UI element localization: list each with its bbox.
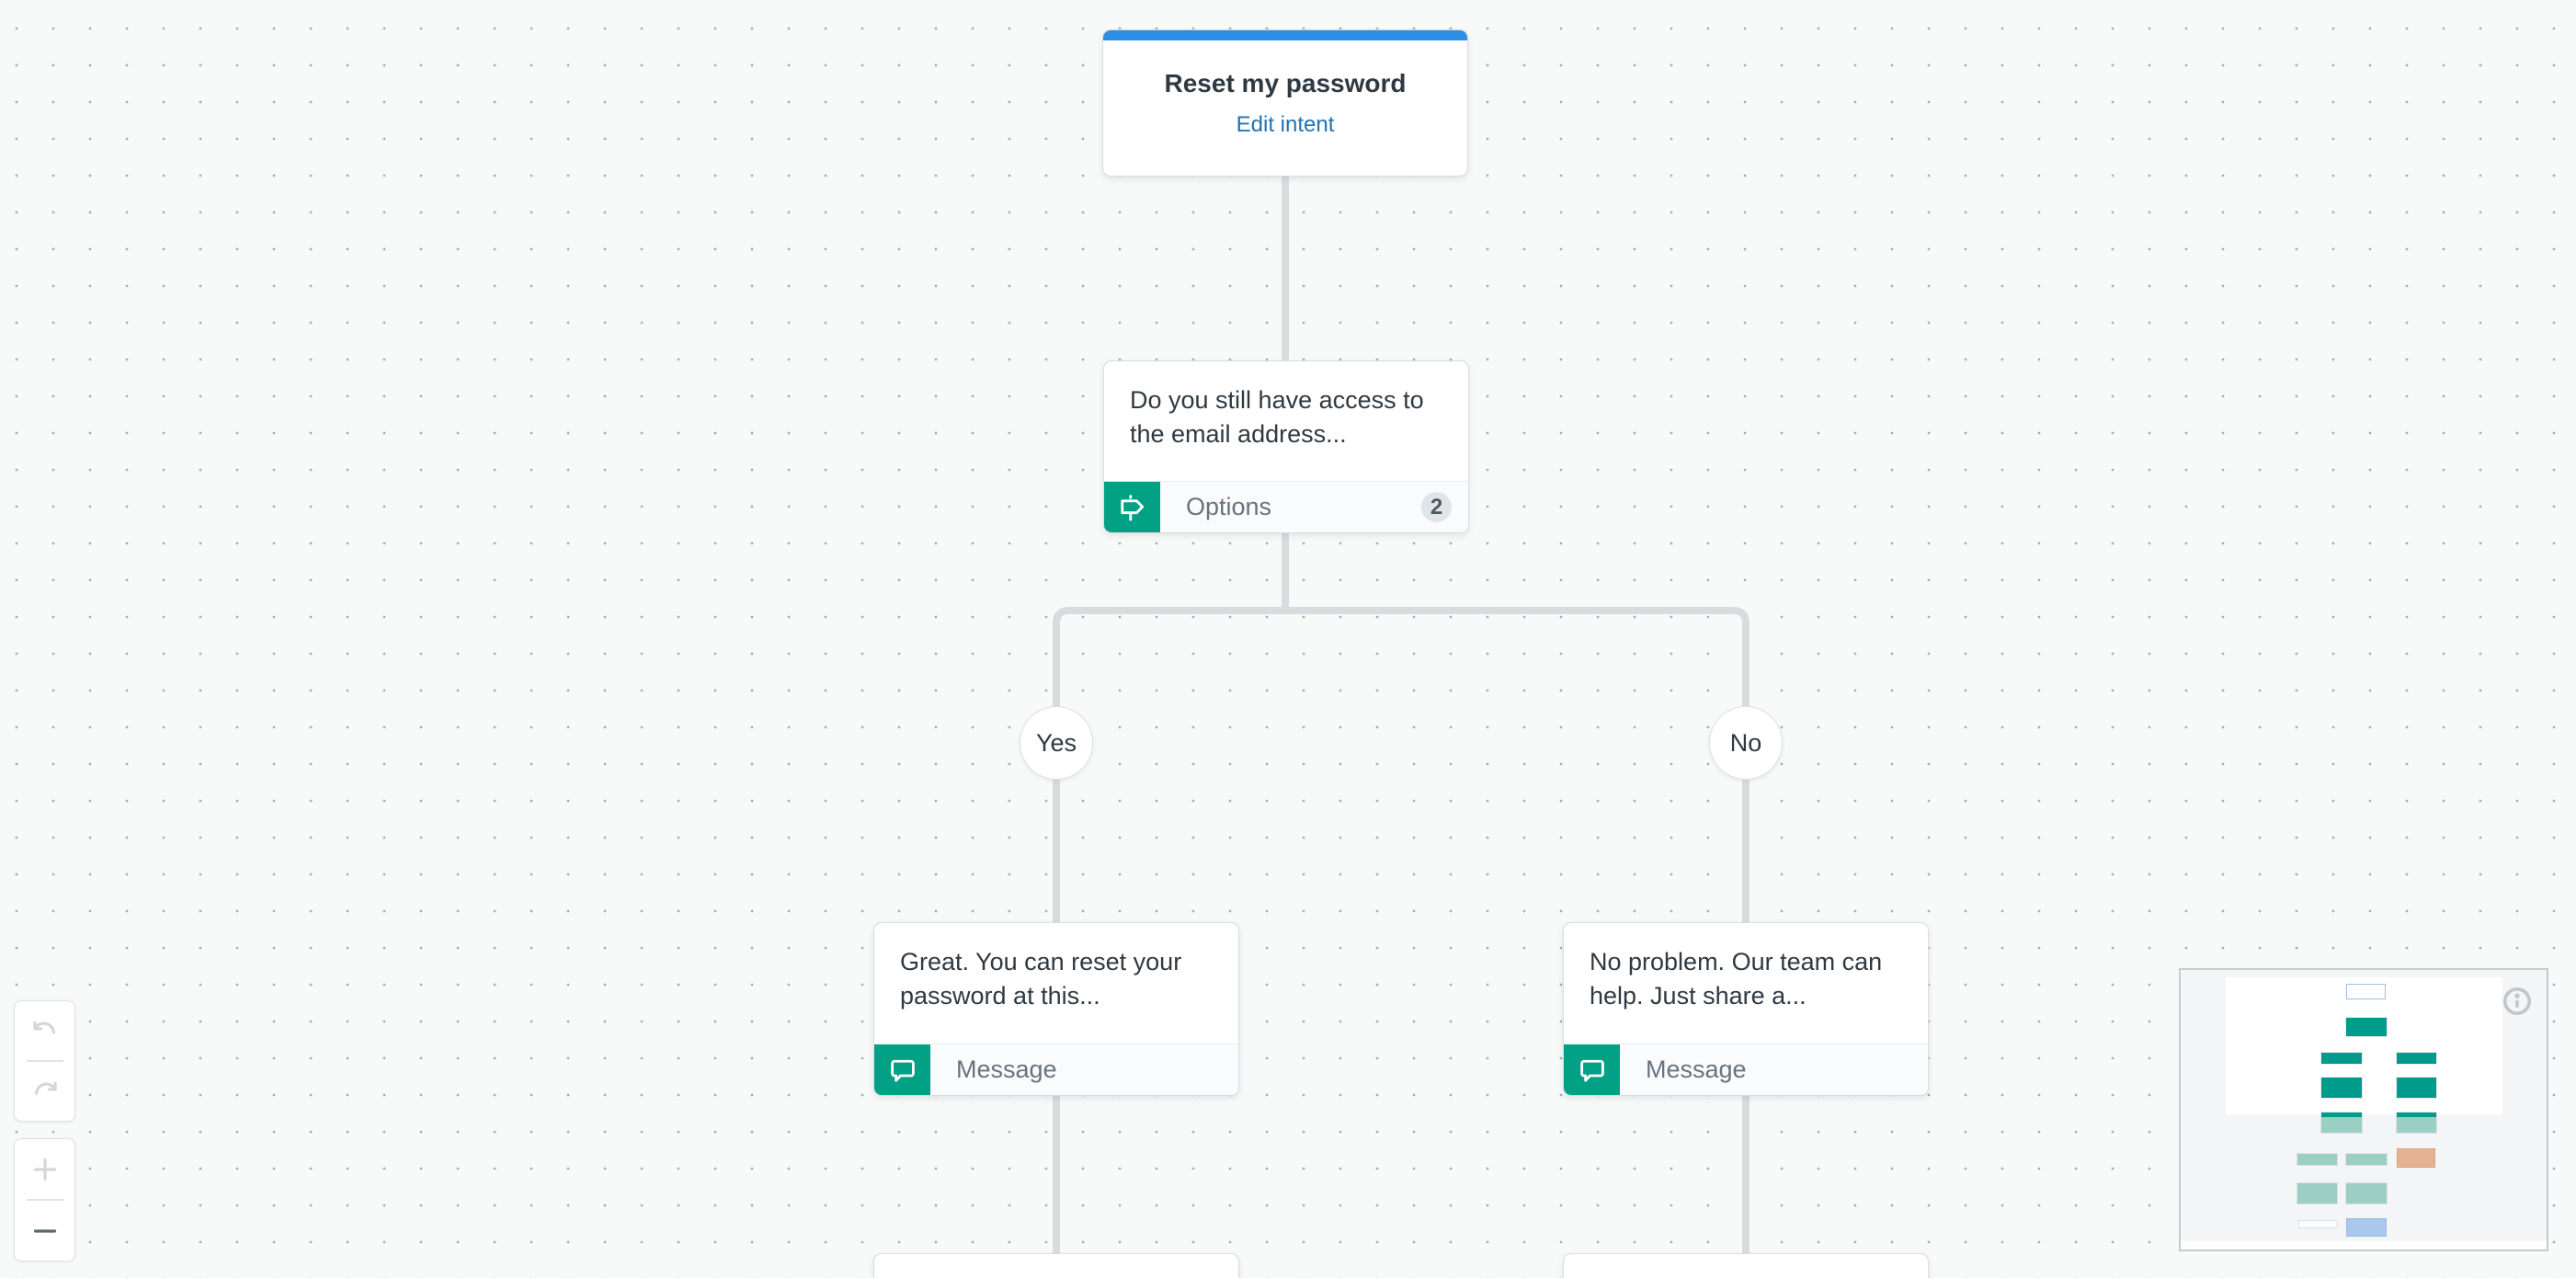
intent-node[interactable]: Reset my password Edit intent	[1102, 29, 1468, 177]
minimap-node	[2346, 1183, 2387, 1204]
intent-accent-bar	[1103, 30, 1467, 40]
zoom-out-button[interactable]	[15, 1201, 74, 1261]
yes-message-text: Great. You can reset your password at th…	[900, 948, 1182, 1010]
message-icon	[1564, 1044, 1620, 1095]
minimap-viewport	[2226, 977, 2502, 1115]
minimap-node	[2321, 1078, 2362, 1098]
minimap-node	[2297, 1154, 2337, 1165]
minimap-node	[2321, 1053, 2362, 1064]
redo-icon	[34, 1081, 57, 1095]
no-next-step-node-partial[interactable]	[1563, 1253, 1929, 1278]
branch-label-yes: Yes	[1020, 706, 1093, 780]
options-step-node[interactable]: Do you still have access to the email ad…	[1103, 360, 1469, 533]
branch-no-text: No	[1729, 728, 1762, 757]
signpost-icon	[1104, 482, 1160, 532]
minimap-node	[2397, 1053, 2436, 1064]
history-controls	[14, 1000, 75, 1122]
minimap-node	[2297, 1183, 2337, 1204]
no-message-footer: Message	[1564, 1044, 1928, 1095]
minimap-node	[2298, 1220, 2338, 1228]
branch-count-badge: 2	[1421, 492, 1452, 522]
intent-title: Reset my password	[1164, 68, 1407, 97]
divider	[26, 1199, 63, 1201]
minimap-node	[2397, 1113, 2436, 1133]
step-type-label: Message	[956, 1055, 1057, 1083]
minimap-node	[2346, 1218, 2387, 1237]
zoom-out-icon	[33, 1228, 56, 1233]
minimap[interactable]	[2179, 968, 2548, 1251]
zoom-in-icon	[33, 1158, 56, 1181]
minimap-node	[2397, 1078, 2436, 1098]
yes-message-footer: Message	[874, 1044, 1238, 1095]
zoom-controls	[14, 1138, 75, 1261]
branch-label-no: No	[1709, 706, 1783, 780]
zoom-in-button[interactable]	[15, 1139, 74, 1199]
minimap-node	[2321, 1113, 2362, 1133]
divider	[26, 1060, 63, 1062]
no-message-node[interactable]: No problem. Our team can help. Just shar…	[1563, 922, 1929, 1096]
edit-intent-link[interactable]: Edit intent	[1236, 111, 1335, 137]
no-message-text: No problem. Our team can help. Just shar…	[1590, 948, 1883, 1010]
undo-button[interactable]	[15, 1001, 74, 1060]
step-type-label: Message	[1646, 1055, 1747, 1083]
undo-icon	[32, 1021, 55, 1034]
branch-yes-text: Yes	[1035, 728, 1077, 757]
yes-message-node[interactable]: Great. You can reset your password at th…	[873, 922, 1239, 1096]
options-step-text: Do you still have access to the email ad…	[1130, 386, 1424, 448]
redo-button[interactable]	[15, 1062, 74, 1121]
info-button[interactable]	[2501, 985, 2534, 1018]
message-icon	[874, 1044, 930, 1095]
step-type-label: Options	[1186, 493, 1272, 520]
minimap-node	[2397, 1148, 2435, 1168]
info-icon	[2502, 987, 2532, 1016]
minimap-node	[2346, 1018, 2387, 1036]
minimap-node	[2346, 1154, 2387, 1165]
yes-next-step-node-partial[interactable]	[873, 1253, 1239, 1278]
minimap-node	[2346, 984, 2386, 999]
options-step-footer: Options 2	[1104, 481, 1468, 532]
